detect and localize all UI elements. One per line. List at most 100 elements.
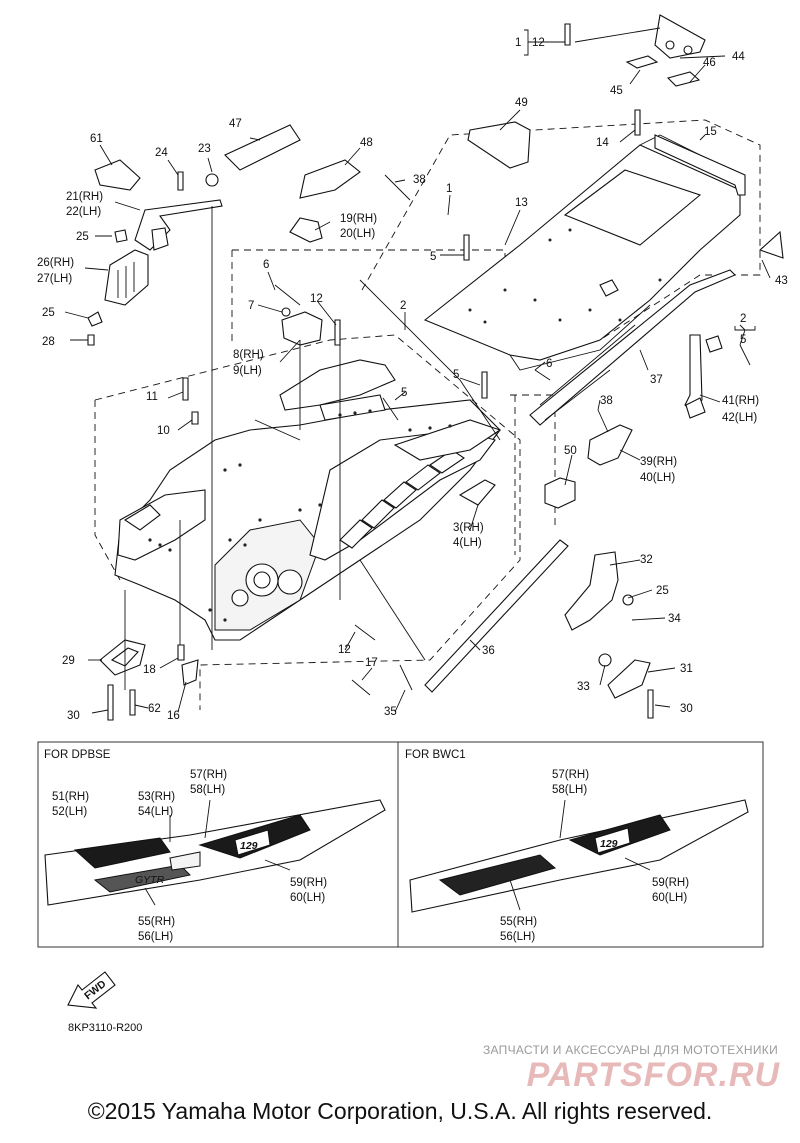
callout-31: 31 [680, 663, 693, 675]
callout-29: 29 [62, 655, 75, 667]
dpbse-55rh: 55(RH) [138, 916, 175, 928]
callout-43: 43 [775, 275, 788, 287]
callout-22lh: 22(LH) [66, 206, 101, 218]
bwc1-60lh: 60(LH) [652, 892, 687, 904]
callout-5-rear: 5 [740, 334, 746, 346]
deck-side-flange [509, 304, 651, 371]
group-bracket-1-12 [524, 29, 529, 56]
brace-rail [319, 394, 386, 421]
callout-12-low: 12 [338, 644, 351, 656]
callout-33: 33 [577, 681, 590, 693]
decal-55 [93, 864, 192, 893]
flap-44 [654, 14, 706, 59]
callout-20lh: 20(LH) [340, 228, 375, 240]
callout-2-rear: 2 [740, 313, 746, 325]
callout-labels: 1 12 44 46 45 49 14 15 47 48 61 24 23 38… [37, 37, 788, 722]
dpbse-58lh: 58(LH) [190, 784, 225, 796]
callout-35: 35 [384, 706, 397, 718]
dpbse-53rh: 53(RH) [138, 791, 175, 803]
bracket-21 [134, 199, 223, 251]
callout-62: 62 [148, 703, 161, 715]
dpbse-57rh: 57(RH) [190, 769, 227, 781]
watermark-tagline: ЗАПЧАСТИ И АКСЕССУАРЫ ДЛЯ МОТОТЕХНИКИ [482, 1043, 778, 1057]
callout-6: 6 [263, 259, 269, 271]
rear-deck [423, 134, 741, 371]
callout-11: 11 [146, 391, 158, 403]
callout-15: 15 [704, 126, 717, 138]
bwc1-56lh: 56(LH) [500, 931, 535, 943]
dpbse-51rh: 51(RH) [52, 791, 89, 803]
callout-5: 5 [430, 251, 436, 263]
callout-41rh: 41(RH) [722, 395, 759, 407]
fwd-arrow-icon: FWD [67, 971, 116, 1009]
bracket-32 [564, 551, 619, 631]
dpbse-decal-text: GYTR [135, 874, 165, 886]
callout-5-mid: 5 [453, 369, 459, 381]
callout-48: 48 [360, 137, 373, 149]
copyright-notice: ©2015 Yamaha Motor Corporation, U.S.A. A… [87, 1098, 713, 1124]
callout-49: 49 [515, 97, 528, 109]
callout-17: 17 [365, 657, 378, 669]
callout-12: 12 [532, 37, 545, 49]
bwc1-55rh: 55(RH) [500, 916, 537, 928]
dpbse-59rh: 59(RH) [290, 877, 327, 889]
dpbse-54lh: 54(LH) [138, 806, 173, 818]
dpbse-56lh: 56(LH) [138, 931, 173, 943]
callout-25-left: 25 [42, 307, 55, 319]
block-50 [544, 477, 576, 509]
callout-25: 25 [76, 231, 89, 243]
callout-23: 23 [198, 143, 211, 155]
callout-36: 36 [482, 645, 495, 657]
callout-12-mid: 12 [310, 293, 323, 305]
callout-47: 47 [229, 118, 242, 130]
bwc1-decal-number: 129 [600, 838, 618, 850]
callout-21rh: 21(RH) [66, 191, 103, 203]
callout-38: 38 [413, 174, 426, 186]
tunnel-top-rail [393, 419, 502, 461]
deck-panel [423, 144, 741, 361]
drawing-code: 8KP3110-R200 [68, 1022, 143, 1034]
upper-brace [279, 359, 396, 411]
callout-45: 45 [610, 85, 623, 97]
callout-1-deck: 1 [446, 183, 452, 195]
decal-53 [169, 851, 201, 871]
callout-40lh: 40(LH) [640, 472, 675, 484]
tunnel-assembly [114, 359, 502, 641]
callout-18: 18 [143, 664, 156, 676]
callout-6-mid: 6 [546, 358, 552, 370]
inset-bwc1-title: FOR BWC1 [405, 749, 466, 761]
dpbse-60lh: 60(LH) [290, 892, 325, 904]
bwc1-decal-55 [438, 854, 557, 896]
decal-45 [625, 55, 659, 69]
truss-cutouts [339, 449, 465, 549]
callout-30-right: 30 [680, 703, 693, 715]
inset-dpbse: FOR DPBSE 129 GYTR 57(RH) 58(LH) 51(RH) … [37, 741, 399, 948]
callout-26rh: 26(RH) [37, 257, 74, 269]
callout-27lh: 27(LH) [37, 273, 72, 285]
bwc1-58lh: 58(LH) [552, 784, 587, 796]
callout-8rh: 8(RH) [233, 349, 264, 361]
callout-2: 2 [400, 300, 406, 312]
bumper-end [685, 397, 706, 419]
inset-bwc1: FOR BWC1 129 57(RH) 58(LH) 59(RH) 60(LH)… [397, 741, 764, 948]
rail-37-detail [544, 369, 611, 421]
decal-51 [73, 837, 171, 869]
side-plate-hole-inner [253, 571, 271, 589]
pad-49 [467, 121, 531, 169]
snow-flap-43 [758, 230, 784, 259]
callout-50: 50 [564, 445, 577, 457]
callout-28: 28 [42, 336, 55, 348]
bracket-26-ribs [117, 262, 135, 298]
decal-48 [299, 159, 361, 199]
bracket-3 [458, 479, 496, 506]
callout-30: 30 [67, 710, 80, 722]
callout-4lh: 4(LH) [453, 537, 482, 549]
inset-dpbse-title: FOR DPBSE [44, 749, 111, 761]
callout-34: 34 [668, 613, 681, 625]
front-bulkhead [117, 489, 206, 561]
bracket-8 [281, 311, 323, 346]
cover-61 [94, 159, 141, 191]
decal-129-panel [234, 829, 271, 856]
bumper-rail-37 [529, 269, 736, 426]
